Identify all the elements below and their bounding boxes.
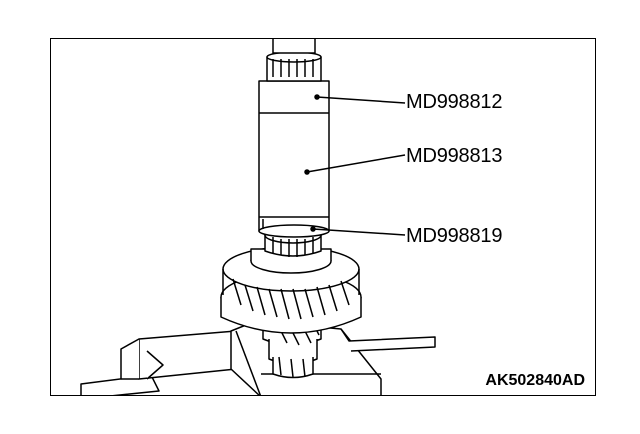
leader-lines bbox=[306, 96, 406, 236]
helical-gear bbox=[220, 246, 362, 334]
installer-tool-body bbox=[258, 80, 330, 238]
press-ram bbox=[272, 39, 316, 54]
special-tool-press-illustration bbox=[80, 39, 436, 395]
callout-md998813: MD998813 bbox=[406, 145, 503, 167]
figure-code: AK502840AD bbox=[485, 372, 585, 389]
callout-md998812: MD998812 bbox=[406, 91, 503, 113]
figure-frame: MD998812 MD998813 MD998819 AK502840AD bbox=[50, 38, 596, 396]
callout-md998819: MD998819 bbox=[406, 225, 503, 247]
installer-tool-cap bbox=[266, 51, 322, 82]
press-base bbox=[80, 320, 436, 395]
